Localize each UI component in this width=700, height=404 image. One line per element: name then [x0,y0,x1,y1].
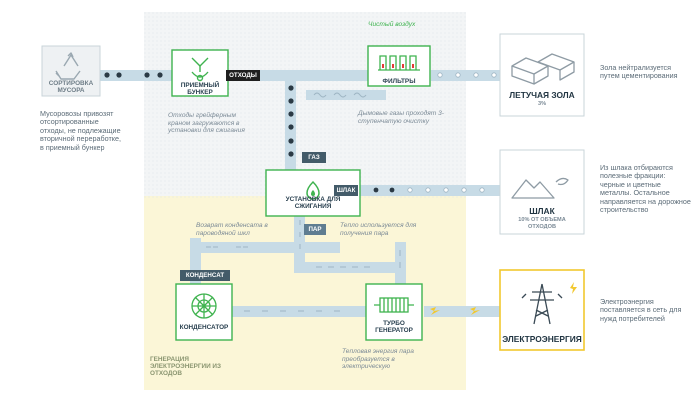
fly-ash-caption: Зола нейтрализуется путем цементирования [600,63,678,81]
filters-note: Дымовые газы проходят 3-ступенчатую очис… [358,110,444,125]
fly-ash-title: ЛЕТУЧАЯ ЗОЛА [509,90,575,100]
slag-tag: ШЛАК [334,185,358,196]
thermal-note: Тепловая энергия пара преобразуется в эл… [342,348,414,371]
slag-title: ШЛАК [529,206,555,216]
steam-tag: ПАР [304,224,326,235]
fly-ash-share: 3% [537,101,547,107]
waste-tag: ОТХОДЫ [226,70,260,81]
clean-air-label: Чистый воздух [368,21,416,28]
generation-zone-label: ГЕНЕРАЦИЯ ЭЛЕКТРОЭНЕРГИИ ИЗ ОТХОДОВ [150,356,222,378]
slag-share: 10% ОТ ОБЪЕМА ОТХОДОВ [518,217,566,230]
power-pylon-icon [521,283,563,325]
turbine-label: ТУРБО ГЕНЕРАТОР [375,320,413,335]
recycle-icon [55,52,81,80]
incinerator-label: УСТАНОВКА ДЛЯ СЖИГАНИЯ [285,196,341,211]
bunker-label: ПРИЕМНЫЙ БУНКЕР [180,82,220,97]
bunker-icon [191,57,209,82]
slag-caption: Из шлака отбираются полезные фракции: че… [600,163,691,215]
electricity-title: ЭЛЕКТРОЭНЕРГИЯ [502,334,582,344]
energy-bolts [430,307,480,315]
condenser-label: КОНДЕНСАТОР [179,324,229,331]
condenser-icon [191,293,217,319]
gas-tag: ГАЗ [302,152,326,163]
filter-icon [378,55,420,71]
bunker-note: Отходы грейферным краном загружаются в у… [168,112,245,135]
bricks-icon [511,53,575,85]
condensate-return-note: Возврат конденсата в пароводяной шкл [196,222,268,237]
condensate-tag: КОНДЕНСАТ [180,270,230,281]
electricity-caption: Электроэнергия поставляется в сеть для н… [600,297,682,323]
spark-icon [570,282,577,294]
slag-heap-icon [511,177,569,199]
sorting-label: СОРТИРОВКА МУСОРА [48,80,94,95]
turbine-icon [374,297,414,313]
heat-use-note: Тепло используется для получения пара [340,222,417,237]
filters-label: ФИЛЬТРЫ [382,78,416,85]
waste-flow-markers [104,72,395,193]
sorting-caption: Мусоровозы привозят отсортированные отхо… [40,109,121,152]
flame-icon [306,180,320,200]
